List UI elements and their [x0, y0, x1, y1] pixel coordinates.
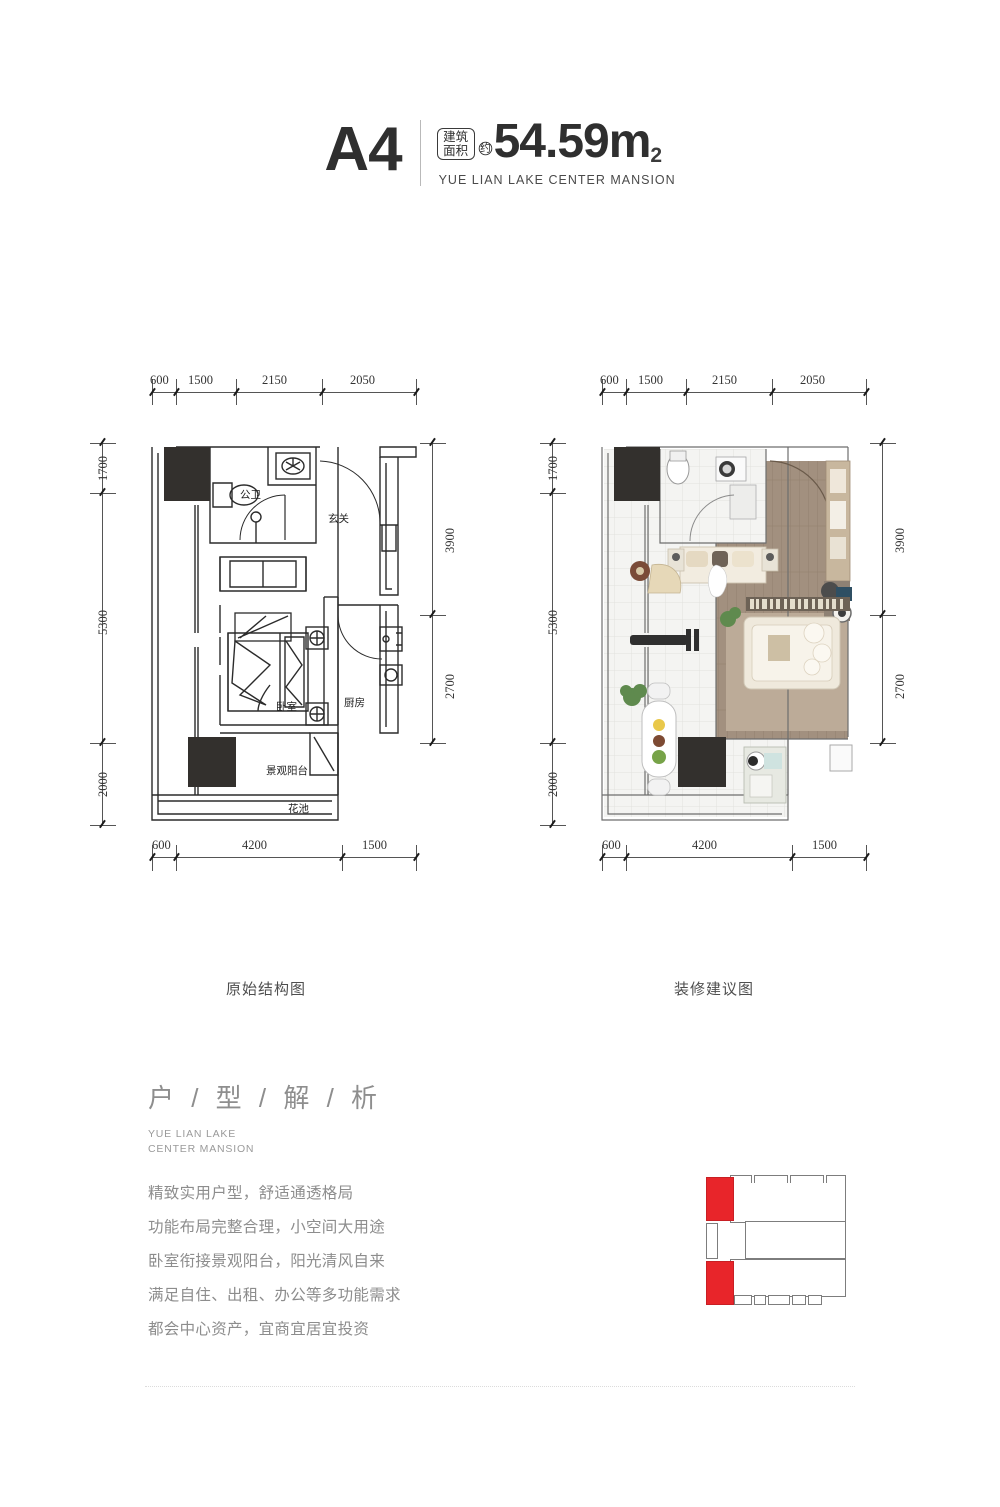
analysis-title: 户 / 型 / 解 / 析 [148, 1083, 383, 1113]
bottom-dim-1500: 1500 [362, 838, 387, 852]
right-dim-2700: 2700 [893, 674, 907, 699]
top-dim-axis [152, 392, 416, 393]
top-dim-1500: 1500 [188, 373, 213, 387]
analysis-point: 满足自住、出租、办公等多功能需求 [148, 1287, 401, 1304]
right-dim-2700: 2700 [443, 674, 457, 699]
structural-column [678, 737, 726, 787]
dim-ext [540, 743, 566, 744]
caption-furnished-plan: 装修建议图 [674, 981, 755, 998]
keyplan-unit [808, 1295, 822, 1305]
bottom-dim-4200: 4200 [692, 838, 717, 852]
page-header: A4 建筑 面积 约 54.59 m 2 YUE LIAN LAKE CENTE… [0, 118, 1000, 218]
room-label-entry: 玄关 [328, 513, 349, 525]
dim-ext [870, 443, 896, 444]
dim-ext [420, 443, 446, 444]
footer-divider [145, 1386, 855, 1388]
room-label-balcony: 景观阳台 [266, 765, 308, 777]
analysis-subtitle-line2: CENTER MANSION [148, 1143, 255, 1155]
project-name-en: YUE LIAN LAKE CENTER MANSION [438, 173, 676, 187]
keyplan-highlight-unit [706, 1261, 734, 1305]
dim-ext [870, 743, 896, 744]
dim-ext [420, 615, 446, 616]
room-label-bedroom: 卧室 [276, 701, 297, 713]
keyplan-unit [754, 1295, 766, 1305]
bottom-dim-600: 600 [152, 838, 171, 852]
keyplan-highlight-unit [706, 1177, 734, 1221]
keyplan-block-core [745, 1221, 846, 1259]
analysis-point: 精致实用户型，舒适通透格局 [148, 1185, 354, 1202]
keyplan-unit [768, 1295, 790, 1305]
area-label-badge: 建筑 面积 [436, 128, 475, 160]
analysis-point: 功能布局完整合理，小空间大用途 [148, 1219, 386, 1236]
area-label-line2: 面积 [443, 143, 469, 158]
plan-linework-original [151, 446, 417, 821]
dim-ext [420, 743, 446, 744]
right-dim-axis [882, 443, 883, 743]
top-dim-600: 600 [150, 373, 169, 387]
floorplan-furnished: 600 1500 2150 2050 1700 5300 2000 3900 2… [530, 365, 907, 885]
keyplan-block-upper [730, 1183, 846, 1223]
top-dim-600: 600 [600, 373, 619, 387]
bottom-dim-axis [152, 857, 416, 858]
room-label-kitchen: 厨房 [344, 697, 365, 709]
right-dim-axis [432, 443, 433, 743]
dim-ext [90, 443, 116, 444]
floorplan-original: 600 1500 2150 2050 1700 5300 2000 3900 2… [80, 365, 457, 885]
structural-column [164, 447, 210, 501]
bottom-dim-600: 600 [602, 838, 621, 852]
keyplan-corridor [706, 1223, 718, 1259]
top-dim-2150: 2150 [712, 373, 737, 387]
unit-code: A4 [324, 115, 402, 184]
bottom-dim-4200: 4200 [242, 838, 267, 852]
header-divider [419, 120, 421, 186]
top-dim-axis [602, 392, 866, 393]
approx-symbol: 约 [478, 141, 492, 156]
top-dim-2150: 2150 [262, 373, 287, 387]
key-plan-diagram [690, 1175, 860, 1315]
plan-render-furnished [601, 446, 853, 821]
area-value: 54.59 [493, 115, 610, 168]
room-label-flowerbed: 花池 [288, 803, 309, 815]
left-dim-axis [552, 443, 553, 825]
analysis-point-list: 精致实用户型，舒适通透格局 功能布局完整合理，小空间大用途 卧室衔接景观阳台，阳… [148, 1177, 568, 1347]
caption-original-plan: 原始结构图 [226, 981, 307, 998]
room-label-bathroom: 公卫 [240, 489, 261, 501]
bottom-dim-1500: 1500 [812, 838, 837, 852]
dim-ext [90, 743, 116, 744]
keyplan-block-lower [730, 1259, 846, 1297]
dim-ext [540, 443, 566, 444]
top-dim-2050: 2050 [800, 373, 825, 387]
area-unit: m [608, 115, 652, 168]
analysis-point: 都会中心资产，宜商宜居宜投资 [148, 1321, 370, 1338]
dim-ext [540, 493, 566, 494]
bottom-dim-axis [602, 857, 866, 858]
area-unit-superscript: 2 [650, 144, 663, 167]
analysis-point: 卧室衔接景观阳台，阳光清风自来 [148, 1253, 386, 1270]
left-dim-axis [102, 443, 103, 825]
top-dim-2050: 2050 [350, 373, 375, 387]
dim-ext [540, 825, 566, 826]
top-dim-1500: 1500 [638, 373, 663, 387]
area-label-line1: 建筑 [443, 130, 469, 144]
keyplan-unit [734, 1295, 752, 1305]
right-dim-3900: 3900 [893, 528, 907, 553]
structural-column [614, 447, 660, 501]
dim-ext [90, 825, 116, 826]
dim-ext [90, 493, 116, 494]
analysis-subtitle-line1: YUE LIAN LAKE [148, 1128, 237, 1140]
analysis-section: 户 / 型 / 解 / 析 YUE LIAN LAKE CENTER MANSI… [148, 1078, 568, 1347]
dim-ext [870, 615, 896, 616]
right-dim-3900: 3900 [443, 528, 457, 553]
keyplan-unit [792, 1295, 806, 1305]
structural-column [188, 737, 236, 787]
